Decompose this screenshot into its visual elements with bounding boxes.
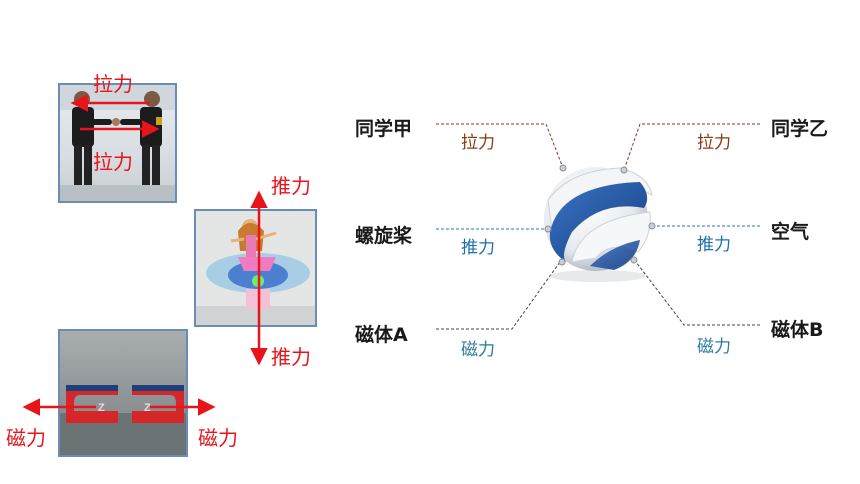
magnet-left-letter: Z [98,402,105,414]
connector-right-pull [623,123,760,171]
force-left-3: 磁力 [461,340,495,360]
connector-left-pull [436,123,564,169]
force-right-3: 磁力 [697,337,731,357]
party-left-1: 同学甲 [355,118,413,140]
party-left-2: 螺旋桨 [355,225,413,247]
magnets-photo: Z Z [58,329,188,457]
force-right-1: 拉力 [697,133,731,153]
fairy-push-label-top: 推力 [271,174,311,198]
party-right-2: 空气 [771,221,810,243]
connector-right-magnetic [635,261,760,326]
fairy-push-label-bottom: 推力 [271,345,311,369]
magnet-right-letter: Z [144,402,151,414]
party-right-1: 同学乙 [771,118,829,140]
connector-left-magnetic [436,261,561,330]
magnet-label-left: 磁力 [6,426,46,450]
force-left-2: 推力 [461,238,495,258]
party-left-3: 磁体A [355,324,408,346]
handshake-pull-label-bottom: 拉力 [93,150,133,174]
magnet-label-right: 磁力 [198,426,238,450]
sphere-graphic [544,164,656,282]
handshake-pull-label-top: 拉力 [93,72,133,96]
force-right-2: 推力 [697,235,731,255]
party-right-3: 磁体B [771,319,824,341]
magnets-illustration: Z Z [60,385,186,455]
force-left-1: 拉力 [461,133,495,153]
